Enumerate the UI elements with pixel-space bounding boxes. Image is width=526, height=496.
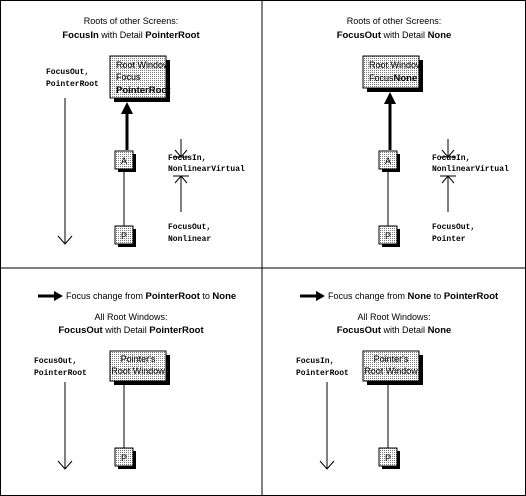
panel-heading-line1: Roots of other Screens: (347, 16, 442, 26)
window-p-label: P (121, 231, 127, 241)
focus-value-label: PointerRoot (116, 85, 171, 96)
focusout-bottom-label-line1: FocusOut, (168, 223, 211, 232)
focus-label: FocusNone (369, 73, 417, 84)
window-a-label: A (121, 156, 127, 166)
focus-label: Focus (116, 72, 141, 82)
window-p-box (378, 225, 398, 245)
focusout-bottom-label-line2: Nonlinear (168, 235, 211, 244)
focusout-bottom-label-line2: Pointer (432, 235, 466, 244)
panel-heading-line2: FocusOut with Detail None (337, 325, 452, 336)
focusout-bottom-label-line1: FocusOut, (432, 223, 475, 232)
focusin-label-line2: PointerRoot (296, 369, 349, 378)
panel-heading-line2: FocusOut with Detail PointerRoot (58, 325, 204, 336)
focusout-label-line1: FocusOut, (34, 357, 77, 366)
window-p-box (114, 447, 134, 467)
pointer-root-window-box (362, 350, 420, 382)
focusin-label-line2: NonlinearVirtual (168, 165, 245, 174)
window-a-label: A (385, 156, 391, 166)
root-window-label: Root Window (116, 60, 170, 70)
pointer-root-label-line1: Pointer's (121, 354, 156, 364)
thick-arrow-head (121, 102, 133, 114)
pointer-root-window-box (109, 350, 167, 382)
window-p-box (378, 447, 398, 467)
pointer-root-label-line2: Root Window (111, 366, 165, 376)
window-p-label: P (121, 453, 127, 463)
root-window-box (109, 55, 167, 99)
panel-top-left: Roots of other Screens: FocusIn with Det… (46, 16, 245, 247)
window-p-label: P (385, 453, 391, 463)
pointer-root-label-line2: Root Window (364, 366, 418, 376)
panel-bottom-left: Focus change from PointerRoot to None Al… (34, 291, 236, 470)
focusin-label-line1: FocusIn, (296, 357, 334, 366)
panel-heading-line1: All Root Windows: (94, 312, 167, 322)
window-p-box (114, 225, 134, 245)
window-p-label: P (385, 231, 391, 241)
focusout-label-line2: PointerRoot (34, 369, 87, 378)
focusin-label-line1: FocusIn, (168, 154, 206, 163)
focusin-label-line2: NonlinearVirtual (432, 165, 509, 174)
pointer-root-label-line1: Pointer's (374, 354, 409, 364)
thick-arrow-head (384, 92, 396, 104)
panel-heading-line1: All Root Windows: (357, 312, 430, 322)
focusin-arrow-head (319, 460, 335, 470)
focusout-arrow-head (57, 235, 73, 245)
focusout-label-line2: PointerRoot (46, 80, 99, 89)
panel-heading-line2: FocusIn with Detail PointerRoot (62, 30, 200, 41)
panel-heading-line2: FocusOut with Detail None (337, 30, 452, 41)
panel-heading-line1: Roots of other Screens: (84, 16, 179, 26)
focusin-label-line1: FocusIn, (432, 154, 470, 163)
panel-bottom-right: Focus change from None to PointerRoot Al… (296, 291, 499, 470)
root-window-label: Root Window (369, 60, 423, 70)
root-window-box (362, 55, 420, 89)
panel-top-right: Roots of other Screens: FocusOut with De… (337, 16, 509, 247)
focus-change-caption: Focus change from PointerRoot to None (66, 291, 236, 302)
focusout-arrow-head (57, 460, 73, 470)
focus-change-caption: Focus change from None to PointerRoot (328, 291, 499, 302)
focusout-label-line1: FocusOut, (46, 68, 89, 77)
